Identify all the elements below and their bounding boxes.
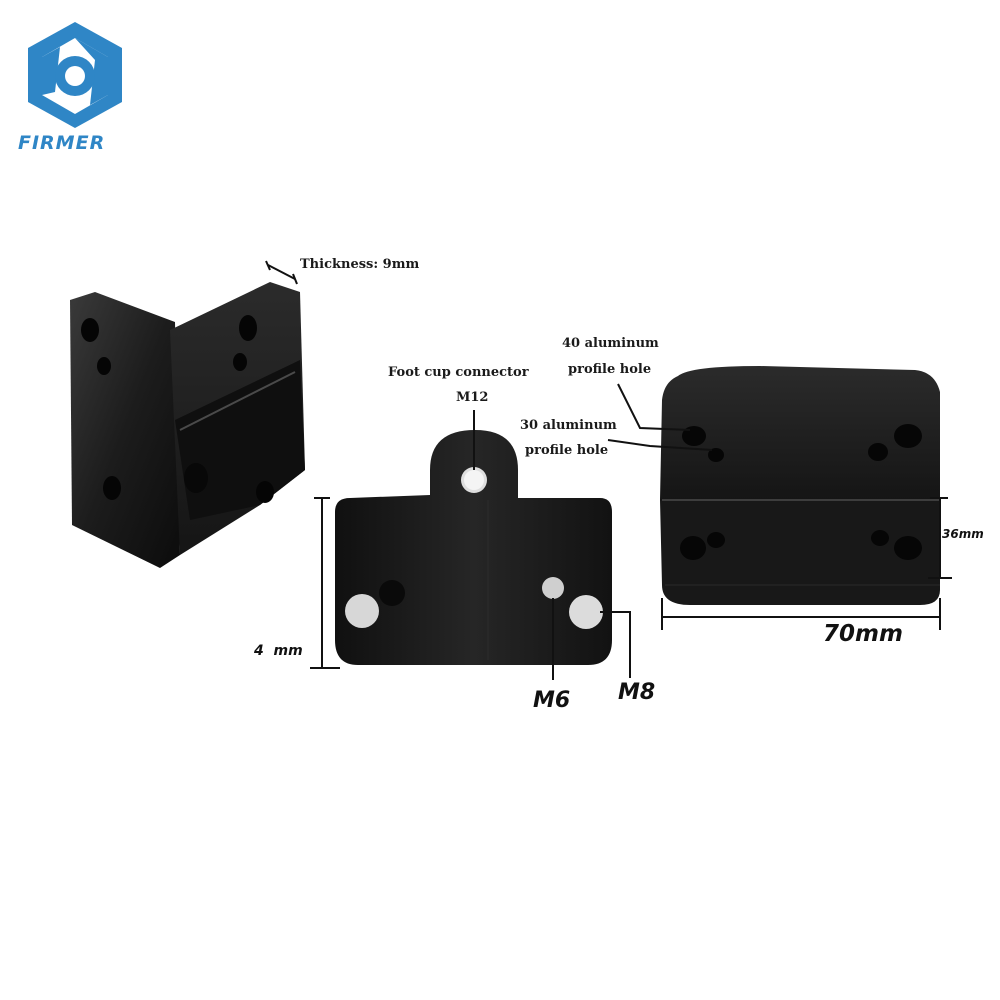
flat-plate-view [310,410,631,680]
m12-label: M12 [456,390,489,405]
m6-label: M6 [533,688,571,713]
foot-cup-connector-label: Foot cup connector [388,365,529,380]
height-4mm-label: 4 mm [254,643,303,659]
hole-30-label-line1: 30 aluminum [520,418,617,433]
hexagon-bolt-icon [28,22,122,128]
height-36mm-label: 36mm [942,527,984,541]
width-70mm-label: 70mm [823,621,903,647]
l-bracket-front-view [607,366,952,630]
m8-label: M8 [618,680,656,705]
l-bracket-angled-view [70,260,305,568]
hole-30-label-line2: profile hole [525,443,609,458]
thickness-label: Thickness: 9mm [300,257,420,272]
hole-40-label-line2: profile hole [568,362,652,377]
brand-name: FIRMER [18,132,106,154]
hole-40-label-line1: 40 aluminum [562,336,659,351]
